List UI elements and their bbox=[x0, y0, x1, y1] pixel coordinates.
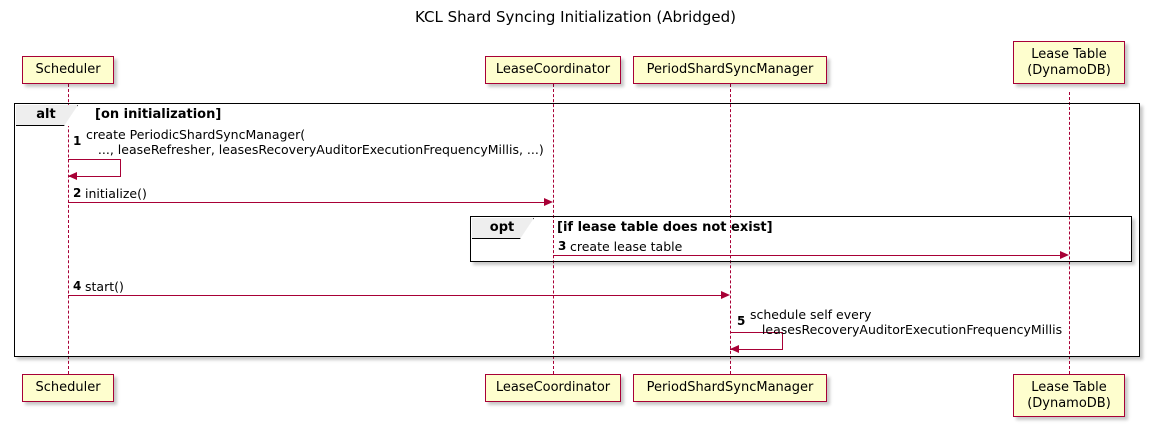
message-4-arrowhead bbox=[721, 291, 730, 299]
participant-scheduler-bottom-label: Scheduler bbox=[35, 380, 101, 395]
participant-lease-coordinator-top[interactable]: LeaseCoordinator bbox=[485, 56, 621, 84]
message-3-line bbox=[553, 255, 1061, 256]
lifeline-period-shard-sync-manager bbox=[730, 84, 731, 374]
message-5-sequence-number: 5 bbox=[737, 314, 746, 328]
message-1-sequence-number: 1 bbox=[73, 134, 82, 148]
fragment-alt-operator: alt bbox=[15, 104, 78, 126]
message-1-line-down bbox=[120, 159, 121, 177]
message-3-arrowhead bbox=[1060, 251, 1069, 259]
message-5-arrowhead bbox=[730, 345, 739, 353]
message-4-sequence-number: 4 bbox=[73, 279, 82, 293]
participant-period-shard-sync-manager-top[interactable]: PeriodShardSyncManager bbox=[633, 56, 827, 84]
message-4-line bbox=[68, 295, 722, 296]
message-5-line-back bbox=[730, 349, 783, 350]
message-5-label-line2: leasesRecoveryAuditorExecutionFrequencyM… bbox=[750, 322, 1063, 337]
fragment-alt-guard: [on initialization] bbox=[95, 107, 222, 122]
participant-lease-table-bottom[interactable]: Lease Table (DynamoDB) bbox=[1013, 374, 1125, 417]
participant-lease-coordinator-top-label: LeaseCoordinator bbox=[495, 62, 611, 77]
message-3-sequence-number: 3 bbox=[558, 239, 567, 253]
participant-lease-table-bottom-label-line2: (DynamoDB) bbox=[1027, 395, 1111, 411]
message-4-label: start() bbox=[85, 279, 124, 294]
fragment-opt-guard: [if lease table does not exist] bbox=[557, 220, 773, 235]
participant-lease-table-top-label-line1: Lease Table bbox=[1031, 46, 1107, 62]
participant-period-shard-sync-manager-top-label: PeriodShardSyncManager bbox=[646, 62, 814, 77]
participant-scheduler-top[interactable]: Scheduler bbox=[22, 56, 114, 84]
participant-scheduler-top-label: Scheduler bbox=[35, 62, 101, 77]
message-5-line-down bbox=[782, 332, 783, 350]
message-5-label-line1: schedule self every bbox=[750, 307, 872, 322]
participant-lease-table-top-label-line2: (DynamoDB) bbox=[1027, 62, 1111, 78]
participant-lease-coordinator-bottom-label: LeaseCoordinator bbox=[495, 380, 611, 395]
page-title: KCL Shard Syncing Initialization (Abridg… bbox=[415, 8, 736, 26]
message-1-arrowhead bbox=[68, 172, 77, 180]
participant-period-shard-sync-manager-bottom-label: PeriodShardSyncManager bbox=[646, 380, 814, 395]
message-3-label: create lease table bbox=[570, 239, 683, 254]
message-1-label-line1: create PeriodicShardSyncManager( bbox=[86, 127, 306, 142]
message-1-label-line2: ..., leaseRefresher, leasesRecoveryAudit… bbox=[86, 142, 544, 157]
message-2-arrowhead bbox=[544, 198, 553, 206]
message-1-line-back bbox=[68, 176, 121, 177]
message-2-line bbox=[68, 202, 545, 203]
fragment-opt bbox=[470, 216, 1132, 262]
fragment-opt-operator: opt bbox=[471, 217, 534, 239]
message-1-line-out bbox=[68, 159, 121, 160]
message-2-label: initialize() bbox=[85, 186, 147, 201]
lifeline-scheduler bbox=[68, 84, 69, 374]
participant-scheduler-bottom[interactable]: Scheduler bbox=[22, 374, 114, 402]
message-5-line-out bbox=[730, 332, 783, 333]
participant-lease-coordinator-bottom[interactable]: LeaseCoordinator bbox=[485, 374, 621, 402]
participant-period-shard-sync-manager-bottom[interactable]: PeriodShardSyncManager bbox=[633, 374, 827, 402]
lifeline-lease-table bbox=[1069, 92, 1070, 374]
lifeline-lease-coordinator bbox=[553, 84, 554, 374]
message-2-sequence-number: 2 bbox=[73, 186, 82, 200]
participant-lease-table-bottom-label-line1: Lease Table bbox=[1031, 379, 1107, 395]
fragment-alt bbox=[14, 103, 1140, 357]
participant-lease-table-top[interactable]: Lease Table (DynamoDB) bbox=[1013, 41, 1125, 84]
